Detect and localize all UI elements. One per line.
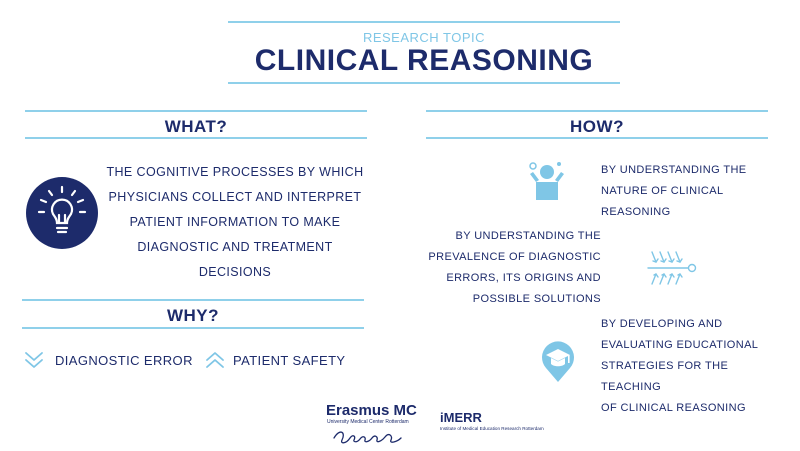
how-line: NATURE OF CLINICAL (601, 185, 724, 197)
what-line: PATIENT INFORMATION TO MAKE (129, 215, 341, 229)
what-line: PHYSICIANS COLLECT AND INTERPRET (108, 190, 362, 204)
what-description: THE COGNITIVE PROCESSES BY WHICH PHYSICI… (100, 160, 370, 285)
why-item-label: DIAGNOSTIC ERROR (55, 353, 193, 368)
erasmus-mc-name: Erasmus MC (326, 402, 417, 419)
graduation-pin-icon (542, 341, 574, 382)
page-title: CLINICAL REASONING (254, 44, 594, 77)
how-rule-top (426, 110, 768, 112)
how-line: BY DEVELOPING AND (601, 318, 723, 330)
thinking-person-icon (529, 162, 564, 200)
how-line: STRATEGIES FOR THE TEACHING (601, 360, 729, 393)
what-rule-bottom (25, 137, 367, 139)
erasmus-mc-subtitle: University Medical Center Rotterdam (327, 419, 409, 425)
lightbulb-badge (26, 177, 98, 249)
imerr-subtitle: Institute of Medical Education Research … (440, 426, 544, 431)
header-rule-top (228, 21, 620, 23)
chevrons-down-icon (25, 352, 43, 368)
chevrons-up-icon (206, 352, 224, 368)
how-item-educational-strategies: BY DEVELOPING AND EVALUATING EDUCATIONAL… (601, 314, 791, 419)
how-line: BY UNDERSTANDING THE (601, 164, 747, 176)
how-line: POSSIBLE SOLUTIONS (472, 293, 601, 305)
header-rule-bottom (228, 82, 620, 84)
imerr-name: iMERR (440, 410, 482, 425)
how-line: EVALUATING EDUCATIONAL (601, 339, 759, 351)
what-rule-top (25, 110, 367, 112)
topic-label: RESEARCH TOPIC (362, 30, 486, 45)
how-heading: HOW? (570, 117, 624, 136)
why-rule-bottom (22, 327, 364, 329)
what-line: THE COGNITIVE PROCESSES BY WHICH (106, 165, 364, 179)
why-rule-top (22, 299, 364, 301)
how-line: REASONING (601, 206, 671, 218)
how-line: ERRORS, ITS ORIGINS AND (446, 272, 601, 284)
erasmus-mc-logo: Erasmus MC University Medical Center Rot… (324, 402, 424, 448)
what-heading: WHAT? (164, 117, 228, 136)
why-heading: WHY? (166, 306, 220, 325)
arrows-converge-icon (647, 251, 697, 285)
what-line: DIAGNOSTIC AND TREATMENT DECISIONS (137, 240, 333, 279)
why-item-label: PATIENT SAFETY (233, 353, 346, 368)
how-line: BY UNDERSTANDING THE (455, 230, 601, 242)
how-line: OF CLINICAL REASONING (601, 402, 746, 414)
how-line: PREVALENCE OF DIAGNOSTIC (428, 251, 601, 263)
how-item-diagnostic-errors: BY UNDERSTANDING THE PREVALENCE OF DIAGN… (420, 226, 601, 310)
lightbulb-icon (37, 185, 87, 234)
imerr-logo: iMERR Institute of Medical Education Res… (440, 410, 570, 434)
how-item-understanding-nature: BY UNDERSTANDING THE NATURE OF CLINICAL … (601, 160, 791, 223)
erasmus-signature-icon (333, 431, 402, 444)
how-rule-bottom (426, 137, 768, 139)
